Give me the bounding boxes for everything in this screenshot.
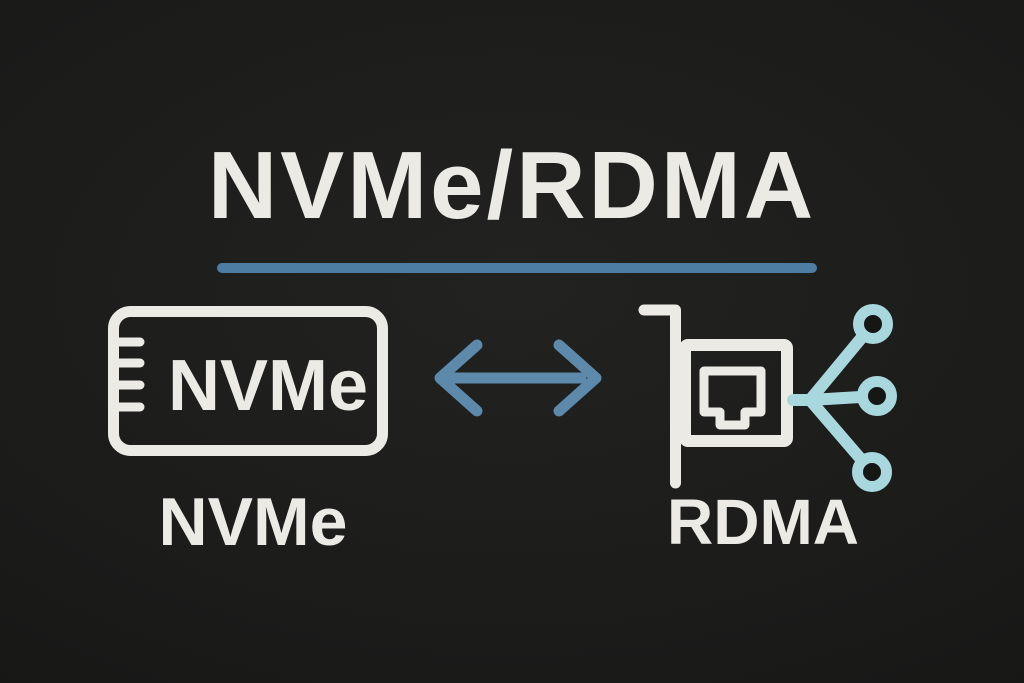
rdma-node-label: RDMA: [667, 486, 859, 558]
ethernet-port: [699, 366, 766, 430]
network-node-middle: [857, 376, 897, 416]
page-title: NVMe/RDMA: [207, 132, 817, 239]
nic-bracket: [638, 304, 681, 489]
title-underline: [217, 263, 817, 273]
ssd-icon-text: NVMe: [168, 346, 368, 426]
network-node-bottom: [852, 452, 892, 492]
ssd-body-outline: [108, 306, 388, 456]
nic-card-body: [679, 339, 793, 447]
rdma-network-card-icon: [638, 304, 897, 492]
nvme-ssd-icon: NVMe: [108, 306, 388, 456]
bidirectional-arrow-icon: [434, 339, 602, 417]
arrow-head-left: [434, 339, 483, 417]
network-node-top: [853, 304, 893, 344]
arrow-head-right: [553, 339, 602, 417]
ssd-connector-pins: [112, 337, 145, 412]
network-nodes: [852, 304, 897, 492]
nvme-node-label: NVMe: [158, 484, 348, 560]
